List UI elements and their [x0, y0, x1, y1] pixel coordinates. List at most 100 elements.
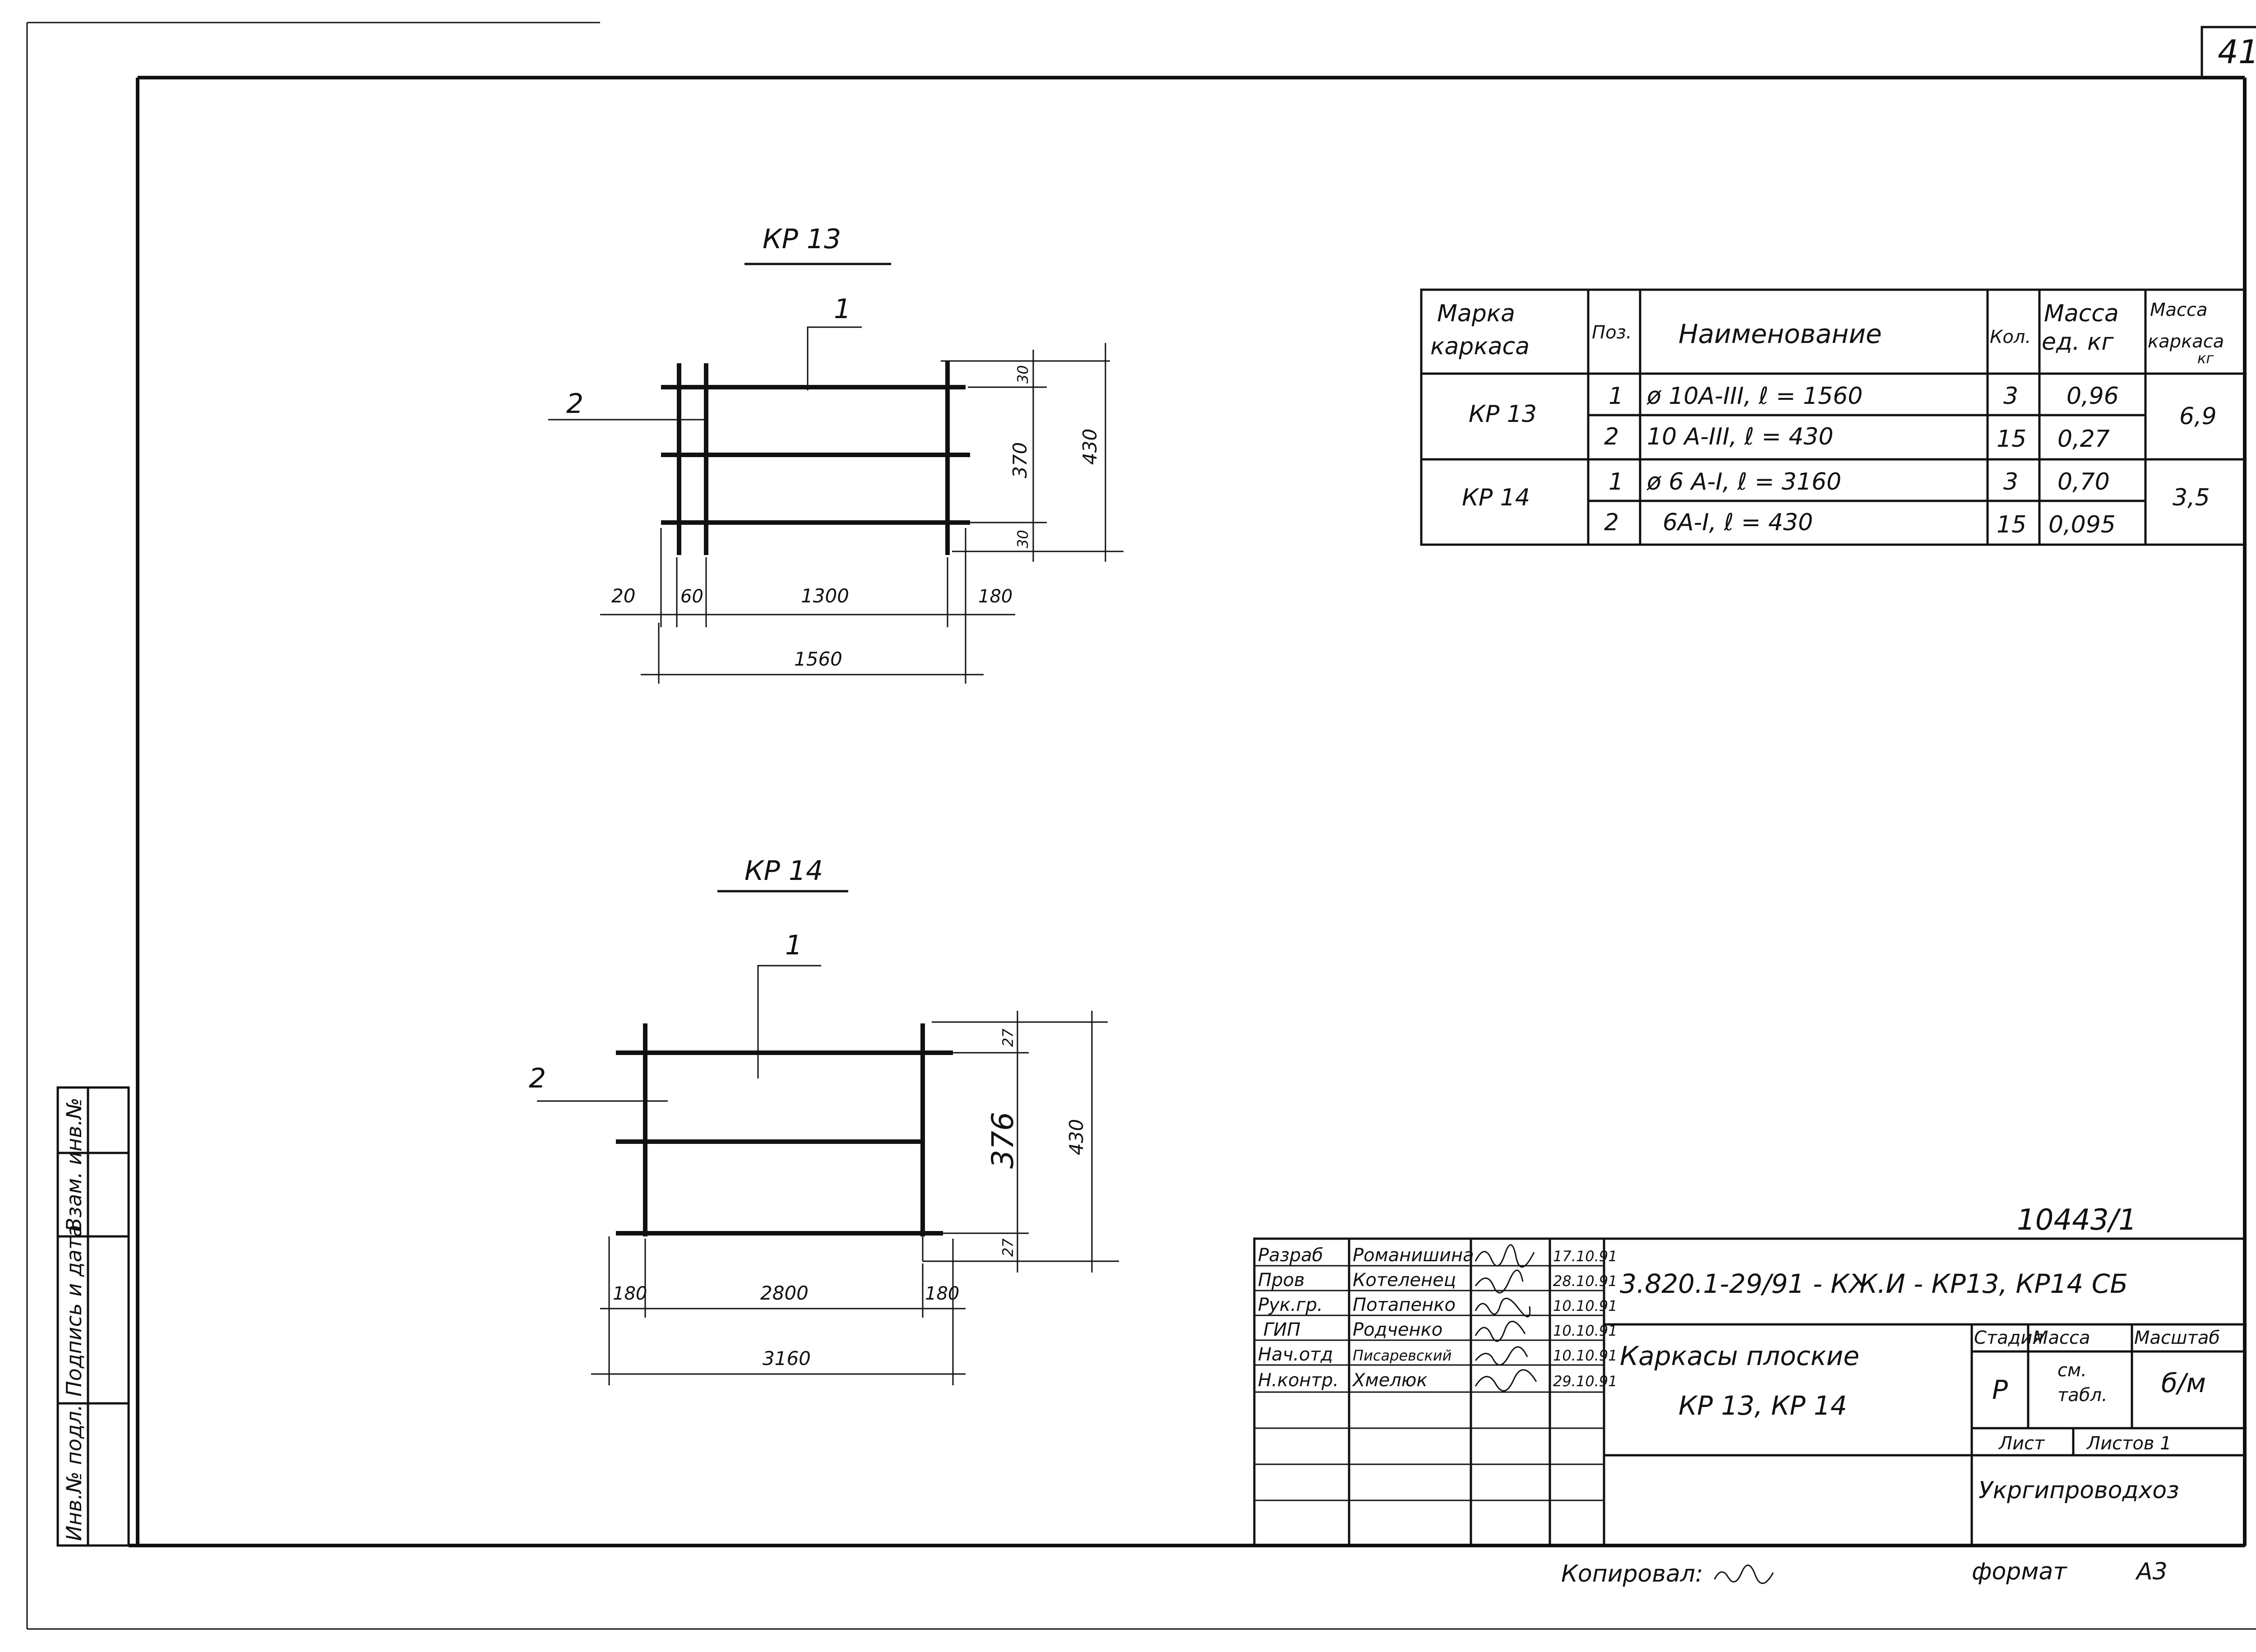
spec-g2r1-mass: 0,70 [2057, 468, 2110, 495]
strip-label-signature-date: Подпись и дата [62, 1225, 86, 1397]
sheet-frame [26, 22, 2256, 1630]
spec-group1-frame-mass: 6,9 [2179, 403, 2217, 430]
kr13-pos1: 1 [834, 293, 851, 325]
spec-header-mark-1: Марка [1437, 300, 1515, 327]
title-block: 3.820.1-29/91 - КЖ.И - КР13, КР14 СБ Раз… [1253, 1237, 2246, 1547]
copier-signature-mark [1714, 1564, 1774, 1584]
spec-g1r2-pos: 2 [1604, 423, 1619, 450]
kr13-dim-20: 20 [611, 585, 635, 607]
spec-header-unit-mass-1: Масса [2044, 300, 2119, 327]
spec-g2r1-name: ø 6 А-I, ℓ = 3160 [1646, 468, 1841, 495]
sheet-label: Лист [1998, 1433, 2045, 1454]
signer2-role: Пров [1258, 1270, 1305, 1291]
spec-g1r1-name: ø 10А-III, ℓ = 1560 [1646, 383, 1863, 410]
signer1-role: Разраб [1258, 1245, 1323, 1266]
spec-g2r2-mass: 0,095 [2048, 511, 2116, 538]
spec-g2r1-pos: 1 [1609, 468, 1623, 495]
doc-code: 3.820.1-29/91 - КЖ.И - КР13, КР14 СБ [1620, 1268, 2128, 1299]
kr14-dim-430: 430 [1065, 1119, 1087, 1155]
signature-marks [1475, 1244, 1537, 1392]
spec-table: Марка каркаса Поз. Наименование Кол. Мас… [1420, 288, 2246, 546]
signer6-role: Н.контр. [1258, 1370, 1339, 1391]
signer3-date: 10.10.91 [1553, 1297, 1618, 1314]
signer4-name: Родченко [1353, 1319, 1442, 1340]
format-label: формат [1972, 1558, 2067, 1585]
spec-header-frame-mass-2: каркаса [2148, 331, 2224, 352]
stage-value: Р [1992, 1374, 2008, 1405]
spec-header-mark-2: каркаса [1430, 333, 1530, 360]
organization: Укргипроводхоз [1979, 1477, 2179, 1504]
kr13-title: КР 13 [763, 223, 841, 255]
sheet-number: 41 [2218, 33, 2256, 71]
signer6-date: 29.10.91 [1553, 1373, 1618, 1390]
spec-g2r1-qty: 3 [2003, 468, 2018, 495]
kr13-dim-1560: 1560 [794, 648, 842, 670]
signer1-name: Романишина [1353, 1245, 1474, 1266]
kr14-dim-376: 376 [985, 1112, 1020, 1169]
kr14-pos1: 1 [785, 930, 802, 961]
spec-header-pos: Поз. [1592, 322, 1632, 343]
kr13-dim-180: 180 [978, 586, 1012, 607]
sheet-number-box: 41 [2201, 26, 2256, 78]
spec-g1r1-qty: 3 [2003, 383, 2018, 410]
kr14-title: КР 14 [744, 855, 823, 887]
kr13-dim-30-bottom: 30 [1014, 530, 1031, 548]
signer2-name: Котеленец [1353, 1270, 1456, 1291]
spec-g1r2-name: 10 А-III, ℓ = 430 [1647, 423, 1833, 450]
spec-g1r2-qty: 15 [1997, 426, 2026, 453]
strip-label-replaced-inv: Взам. инв.№ [62, 1097, 86, 1232]
signer5-date: 10.10.91 [1553, 1347, 1618, 1364]
kr14-dim-2800: 2800 [760, 1282, 809, 1304]
spec-g2r2-name: 6А-I, ℓ = 430 [1663, 509, 1813, 536]
kr13-pos2: 2 [566, 388, 583, 420]
stamp-number: 10443/1 [2017, 1203, 2137, 1237]
spec-header-frame-mass-3: кг [2197, 350, 2214, 367]
strip-label-inv-orig: Инв.№ подл. [62, 1404, 86, 1541]
scale-value: б/м [2161, 1368, 2206, 1398]
signer3-role: Рук.гр. [1258, 1295, 1323, 1315]
kr13-dim-60: 60 [680, 586, 703, 607]
mass-label: Масса [2033, 1328, 2090, 1348]
spec-g2r2-pos: 2 [1604, 509, 1619, 536]
scale-label: Масштаб [2134, 1328, 2220, 1348]
drawing-kr14: КР 14 1 2 27 376 27 430 180 2800 180 316… [529, 855, 1119, 1385]
copied-by-label: Копировал: [1561, 1560, 1703, 1587]
stage-label: Стадия [1974, 1328, 2043, 1348]
spec-header-unit-mass-2: ед. кг [2042, 329, 2114, 356]
mass-value-line2: табл. [2057, 1385, 2108, 1406]
kr14-pos2: 2 [529, 1063, 546, 1094]
spec-header-qty: Кол. [1990, 327, 2031, 347]
signer6-name: Хмелюк [1352, 1370, 1428, 1391]
drawing-kr13: КР 13 1 2 30 370 30 430 [548, 223, 1123, 684]
signer4-role: ГИП [1263, 1319, 1300, 1340]
left-binding-strip: Инв.№ подл. Подпись и дата Взам. инв.№ [56, 1086, 130, 1547]
kr14-dim-3160: 3160 [763, 1347, 811, 1370]
sheets-label: Листов 1 [2086, 1433, 2172, 1454]
spec-g1r2-mass: 0,27 [2057, 426, 2110, 453]
doc-title-line1: Каркасы плоские [1620, 1341, 1859, 1371]
kr14-dim-180-right: 180 [925, 1283, 959, 1304]
spec-group2-frame-mass: 3,5 [2173, 484, 2210, 511]
spec-g1r1-mass: 0,96 [2066, 383, 2119, 410]
signer2-date: 28.10.91 [1553, 1273, 1618, 1290]
spec-header-frame-mass-1: Масса [2150, 300, 2208, 320]
spec-header-name: Наименование [1678, 319, 1882, 349]
doc-title-line2: КР 13, КР 14 [1678, 1390, 1847, 1421]
signer4-date: 10.10.91 [1553, 1322, 1618, 1339]
kr13-dim-1300: 1300 [801, 585, 849, 607]
signer5-name: Писаревский [1353, 1347, 1452, 1364]
spec-group2-mark: КР 14 [1462, 484, 1530, 511]
kr13-dim-430: 430 [1079, 429, 1101, 465]
kr14-dim-27-top: 27 [999, 1028, 1017, 1047]
signer1-date: 17.10.91 [1553, 1248, 1618, 1265]
signer5-role: Нач.отд [1258, 1344, 1333, 1365]
kr13-dim-30-top: 30 [1014, 365, 1031, 384]
mass-value-line1: см. [2057, 1360, 2087, 1381]
kr14-dim-180-left: 180 [613, 1283, 647, 1304]
signer3-name: Потапенко [1353, 1295, 1456, 1315]
spec-g2r2-qty: 15 [1997, 511, 2026, 538]
format-value: А3 [2135, 1558, 2168, 1585]
spec-g1r1-pos: 1 [1609, 383, 1623, 410]
kr14-dim-27-bottom: 27 [999, 1238, 1017, 1257]
